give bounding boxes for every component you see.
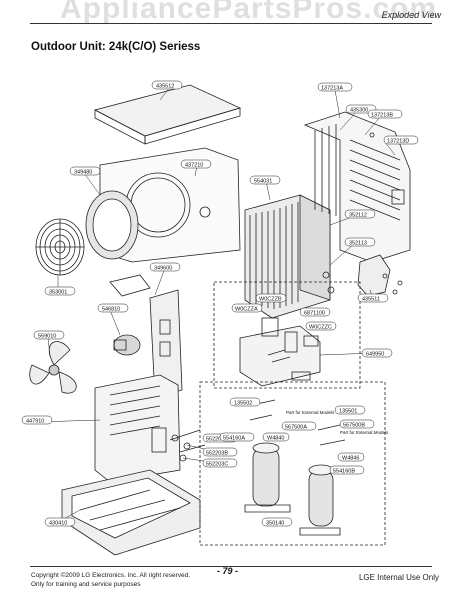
- control-box-group: [213, 281, 361, 389]
- part-label: 135501: [339, 409, 357, 415]
- part-label: 552203C: [206, 462, 228, 468]
- part-label: 349600: [154, 266, 172, 272]
- training-text: Only for training and service purposes: [31, 581, 141, 588]
- page-number: - 79 -: [217, 566, 239, 576]
- callout-552203B: 552203B: [202, 447, 238, 457]
- footer-rule: [30, 566, 432, 567]
- fan-grille: [35, 218, 85, 276]
- part-label: 353001: [49, 290, 67, 296]
- part-callouts: 435512 437210 349480 353001 546810 55901…: [21, 80, 419, 527]
- callout-349600: 349600: [149, 262, 181, 272]
- top-cover: [93, 84, 242, 145]
- part-label: W0CZZB: [259, 297, 282, 303]
- page-title: Outdoor Unit: 24k(C/O) Seriess: [31, 41, 201, 53]
- part-label: 552203A: [206, 437, 228, 443]
- fan-motor: [113, 334, 141, 356]
- part-label: 567500A: [285, 425, 307, 431]
- callout-6871100: 6871100: [299, 307, 331, 317]
- part-label: 435300: [350, 108, 368, 114]
- callout-137213A: 137213A: [317, 82, 353, 92]
- callout-W4846: W4846: [337, 452, 365, 462]
- internal-use-label: LGE Internal Use Only: [358, 573, 439, 582]
- callout-W0CZZC: W0CZZC: [305, 321, 337, 331]
- part-label: 447910: [26, 419, 44, 425]
- part-label: 137213B: [371, 113, 393, 119]
- callout-137213D: 137213D: [383, 135, 419, 145]
- partition-panel: [94, 374, 181, 483]
- part-label: 6871100: [304, 311, 325, 317]
- callout-554160B: 554160B: [329, 465, 365, 475]
- part-label: 435512: [156, 84, 174, 90]
- propeller-fan: [29, 341, 77, 394]
- part-label: W0CZZA: [235, 307, 258, 313]
- callout-567500B: 567500B: [339, 419, 375, 429]
- callout-435512: 435512: [151, 80, 183, 90]
- callout-447910: 447910: [21, 415, 53, 425]
- callout-349480: 349480: [69, 166, 101, 176]
- callout-552203C: 552203C: [202, 458, 238, 468]
- external-models-note: Part for External Models: [286, 410, 335, 415]
- watermark: AppliancePartsPros.com: [60, 0, 438, 25]
- part-label: 554031: [254, 179, 272, 185]
- callout-135502: 135502: [229, 397, 261, 407]
- callout-137213B: 137213B: [367, 109, 403, 119]
- part-label: 649950: [366, 352, 384, 358]
- callout-352113: 352113: [344, 237, 376, 247]
- hardware: [322, 132, 403, 295]
- callout-W0CZZB: W0CZZB: [255, 293, 287, 303]
- part-label: 352112: [349, 213, 367, 219]
- part-label: 567500B: [343, 423, 365, 429]
- service-cover: [357, 254, 391, 297]
- motor-shroud: [85, 190, 139, 260]
- part-label: 554160A: [223, 436, 245, 442]
- condenser-coil: [244, 194, 331, 319]
- part-label: W4840: [267, 436, 284, 442]
- callout-135501: 135501: [334, 405, 366, 415]
- copyright-text: Copyright ©2009 LG Electronics. Inc. All…: [31, 572, 191, 579]
- header-rule: [30, 23, 432, 24]
- callout-352112: 352112: [344, 209, 376, 219]
- callout-435511: 435511: [357, 293, 389, 303]
- section-label: Exploded View: [381, 10, 441, 20]
- part-label: 137213A: [321, 86, 343, 92]
- part-label: 552203B: [206, 451, 228, 457]
- callout-W0CZZA: W0CZZA: [231, 303, 263, 313]
- callout-430410: 430410: [44, 517, 76, 527]
- callout-W4840: W4840: [262, 432, 290, 442]
- callout-554031: 554031: [249, 175, 281, 185]
- part-label: 435511: [362, 297, 380, 303]
- part-label: 350140: [266, 521, 284, 527]
- external-models-note: Part for External Models: [340, 430, 389, 435]
- motor-bracket: [109, 274, 183, 399]
- part-label: 137213D: [387, 139, 409, 145]
- part-label: 559010: [38, 334, 56, 340]
- part-label: W4846: [342, 456, 359, 462]
- callout-350140: 350140: [261, 517, 293, 527]
- footer-copyright: Copyright ©2009 LG Electronics. Inc. All…: [31, 571, 190, 589]
- base-pan: [61, 469, 201, 556]
- part-label: 546810: [102, 307, 120, 313]
- callout-554160A: 554160A: [219, 432, 255, 442]
- callout-353001: 353001: [44, 286, 76, 296]
- callout-435300: 435300: [345, 104, 377, 114]
- part-label: 437210: [185, 163, 203, 169]
- callout-437210: 437210: [180, 159, 212, 169]
- callout-546810: 546810: [97, 303, 129, 313]
- part-label: 135502: [234, 401, 252, 407]
- rear-side-panel: [303, 111, 411, 263]
- terminal-parts: [169, 429, 206, 462]
- part-label: W0CZZC: [309, 325, 332, 331]
- callout-649950: 649950: [361, 348, 393, 358]
- part-label: 349480: [74, 170, 92, 176]
- callout-567500A: 567500A: [281, 421, 317, 431]
- part-label: 554160B: [333, 469, 355, 475]
- part-label: 430410: [49, 521, 67, 527]
- callout-559010: 559010: [33, 330, 65, 340]
- part-label: 352113: [349, 241, 367, 247]
